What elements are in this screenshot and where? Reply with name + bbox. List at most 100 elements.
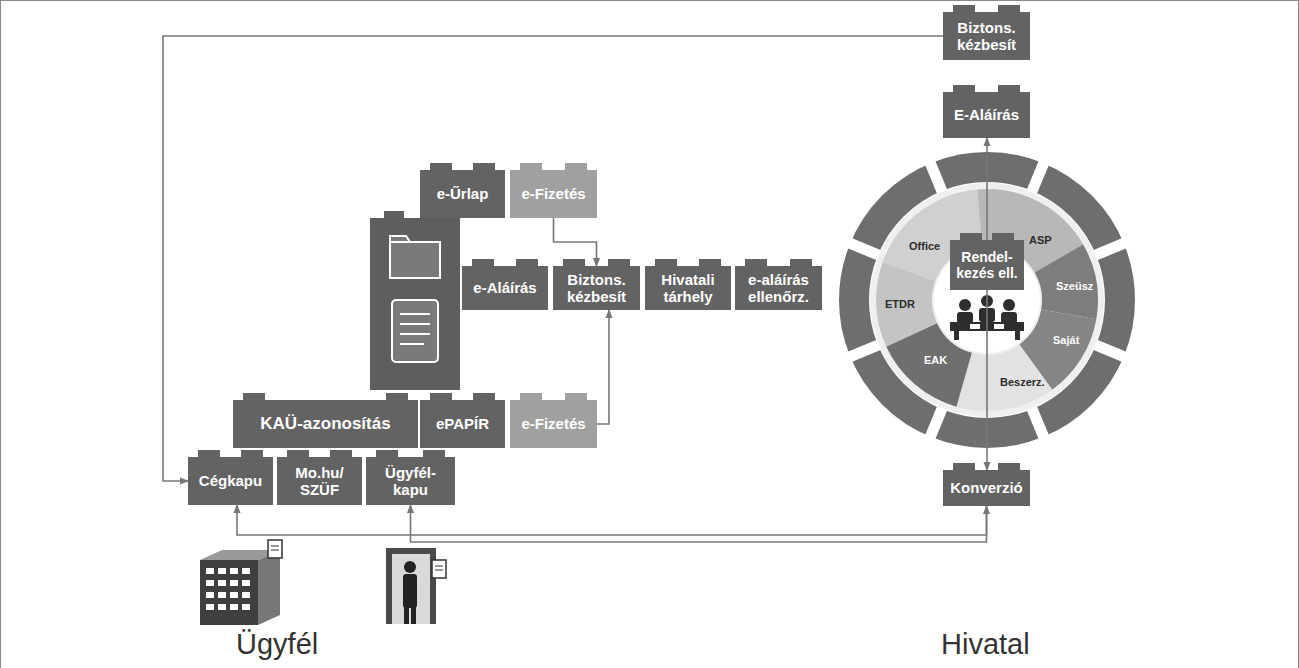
brick-box: Mo.hu/ SZÜF: [277, 457, 362, 505]
company-building-icon-part-part: [206, 604, 214, 610]
node-text: Mo.hu/ SZÜF: [281, 464, 358, 499]
office-ring-part: [970, 324, 980, 329]
company-building-icon-part: [268, 540, 282, 558]
ring-segment: EAK: [922, 353, 949, 368]
office-ring-part-part: [925, 406, 943, 450]
node-text: E-Aláírás: [954, 106, 1019, 123]
document-brick-part-part: [400, 343, 424, 345]
company-building-icon: [200, 540, 282, 625]
node-text: Beszerz.: [1000, 376, 1045, 389]
office-ring-part-part: [1093, 238, 1137, 256]
office-ring-part-part: [1015, 331, 1020, 340]
side-label: Ügyfél: [236, 628, 318, 661]
office-ring-part-part: [954, 331, 959, 340]
document-brick-part: [370, 218, 460, 390]
document-brick: [370, 211, 460, 390]
ring-segment: Beszerz.: [998, 375, 1047, 390]
document-brick-part: [384, 211, 404, 219]
node-text: Szeüsz: [1056, 280, 1093, 293]
node-text: ePAPÍR: [436, 415, 489, 432]
node-text: e-Űrlap: [437, 185, 489, 202]
brick-box: Ügyfél-kapu: [366, 457, 455, 505]
office-ring-part-part: [1003, 299, 1015, 311]
company-building-icon-part-part: [218, 592, 226, 598]
company-building-icon-part-part: [218, 580, 226, 586]
node-text: Biztons. kézbesít: [947, 19, 1026, 54]
ring-segment: Saját: [1051, 333, 1081, 348]
connector-arrow: [986, 138, 988, 240]
brick-box: e-Fizetés: [510, 400, 597, 448]
company-building-icon-part-part: [206, 568, 214, 574]
person-door-icon-part: [411, 606, 416, 624]
ring-segment: ETDR: [883, 297, 917, 312]
person-door-icon-part: [432, 560, 446, 578]
office-ring-part: [994, 324, 1004, 329]
company-building-icon-part-part: [230, 592, 238, 598]
brick-box: e-Űrlap: [420, 170, 505, 218]
node-text: e-aláírás ellenőrz.: [739, 271, 818, 306]
node-text: Saját: [1053, 334, 1079, 347]
office-ring-part-part: [1031, 406, 1049, 450]
node-text: KAÜ-azonosítás: [260, 414, 390, 434]
node-text: EAK: [924, 354, 947, 367]
company-building-icon-part-part: [218, 604, 226, 610]
brick-box: Rendel-kezés ell.: [950, 240, 1024, 290]
brick-box: ePAPÍR: [420, 400, 505, 448]
company-building-icon-part-part: [218, 568, 226, 574]
brick-box: e-aláírás ellenőrz.: [735, 266, 822, 310]
brick-box: Konverzió: [943, 470, 1030, 506]
document-brick-part: [400, 314, 430, 344]
document-brick-part: [392, 300, 438, 362]
node-text: Office: [909, 240, 940, 253]
person-door-icon-part: [403, 574, 417, 608]
connector-arrow: [237, 505, 987, 535]
company-building-icon-part: [206, 568, 250, 610]
brick-box: Cégkapu: [188, 457, 273, 505]
office-ring-part-part: [1093, 344, 1137, 362]
company-building-icon-part-part: [206, 580, 214, 586]
node-text: e-Aláírás: [473, 279, 536, 296]
ring-segment: ASP: [1027, 233, 1054, 248]
ring-segment: Office: [907, 239, 942, 254]
connector-arrow: [597, 310, 609, 424]
office-ring-part-part: [836, 344, 880, 362]
company-building-icon-part-part: [242, 580, 250, 586]
office-ring-part-part: [836, 238, 880, 256]
brick-box: E-Aláírás: [943, 92, 1030, 138]
document-brick-part-part: [400, 333, 430, 335]
office-ring-part-part: [925, 149, 943, 193]
brick-box: KAÜ-azonosítás: [233, 400, 418, 448]
side-label: Hivatal: [941, 628, 1030, 661]
company-building-icon-part: [258, 550, 280, 625]
node-text: ETDR: [885, 298, 915, 311]
person-door-icon-part: [404, 561, 416, 573]
node-text: Cégkapu: [199, 472, 262, 489]
node-text: Ügyfél-kapu: [370, 464, 451, 499]
node-text: Konverzió: [950, 479, 1023, 496]
brick-box: Biztons. kézbesít: [943, 12, 1030, 60]
person-door-icon-part: [435, 570, 443, 571]
company-building-icon-part: [271, 546, 279, 547]
company-building-icon-part-part: [230, 568, 238, 574]
office-ring-part-part: [959, 299, 971, 311]
company-building-icon-part-part: [230, 604, 238, 610]
document-brick-part-part: [400, 323, 430, 325]
brick-box: Biztons. kézbesít: [553, 266, 640, 310]
person-door-icon-part: [404, 606, 409, 624]
person-door-icon-part: [386, 548, 436, 624]
company-building-icon-part-part: [242, 604, 250, 610]
node-text: e-Fizetés: [521, 185, 585, 202]
node-text: Rendel-kezés ell.: [954, 249, 1020, 281]
brick-box: e-Aláírás: [462, 266, 548, 310]
connector-arrow: [986, 290, 988, 470]
company-building-icon-part: [200, 560, 258, 625]
node-text: Hivatali tárhely: [649, 271, 727, 306]
person-door-icon-part: [392, 554, 430, 624]
brick-box: e-Fizetés: [510, 170, 597, 218]
brick-box: Hivatali tárhely: [645, 266, 731, 310]
company-building-icon-part-part: [230, 580, 238, 586]
